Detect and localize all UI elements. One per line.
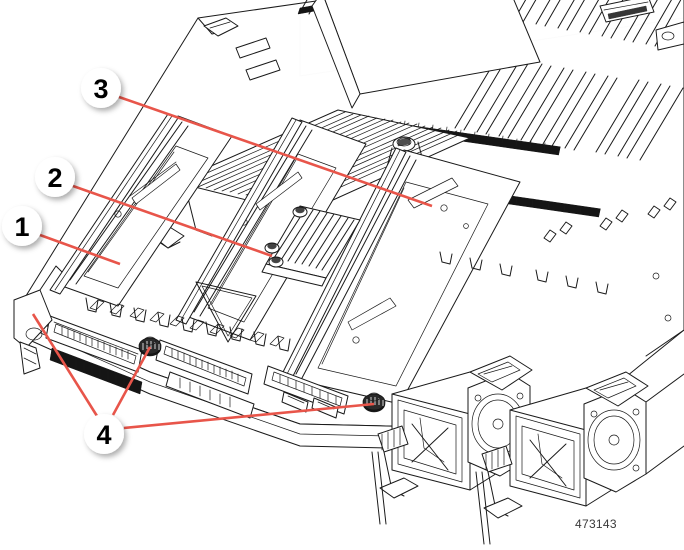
chassis-top-edge-bracket	[197, 17, 281, 81]
motherboard-detail	[85, 251, 609, 352]
leader-line-4-1	[31, 313, 99, 417]
pcie-riser-card-cage-right	[277, 147, 521, 405]
callout-number-3: 3	[93, 74, 108, 104]
callout-circle-3	[81, 68, 121, 108]
leader-line-4-2	[111, 346, 152, 416]
callout-2: 2	[35, 157, 75, 197]
heatsink-mount-right	[392, 136, 416, 152]
callout-4: 4	[84, 414, 124, 454]
top-right-connector	[599, 0, 684, 51]
callout-number-4: 4	[96, 420, 111, 450]
callout-number-2: 2	[47, 163, 62, 193]
figure-id-label: 473143	[575, 517, 617, 531]
heatsink-screw-top	[292, 206, 308, 218]
callout-leader-lines	[31, 95, 433, 430]
leader-line-1-1	[39, 233, 121, 266]
callout-badges: 12 3 4	[2, 68, 124, 454]
front-panel-connectors	[45, 315, 349, 419]
callout-circle-4	[84, 414, 124, 454]
callout-number-1: 1	[14, 212, 29, 242]
leader-line-4-3	[123, 402, 375, 430]
chipset-heatsink	[261, 205, 361, 287]
pcie-riser-card-cage-center	[175, 117, 367, 341]
heatsink-screw-left	[264, 242, 280, 254]
callout-circle-2	[35, 157, 75, 197]
callout-1: 1	[2, 206, 42, 246]
chassis-side-wall-right	[543, 197, 684, 475]
callout-circle-1	[2, 206, 42, 246]
chassis-ear-left	[13, 265, 63, 375]
cooling-fan-module-right	[475, 371, 649, 545]
leader-line-3-1	[118, 95, 433, 208]
heatsink-screw-bottom	[268, 256, 284, 268]
callout-3: 3	[81, 68, 121, 108]
cpu-heatsink	[149, 0, 541, 249]
leader-line-2-1	[72, 184, 273, 258]
